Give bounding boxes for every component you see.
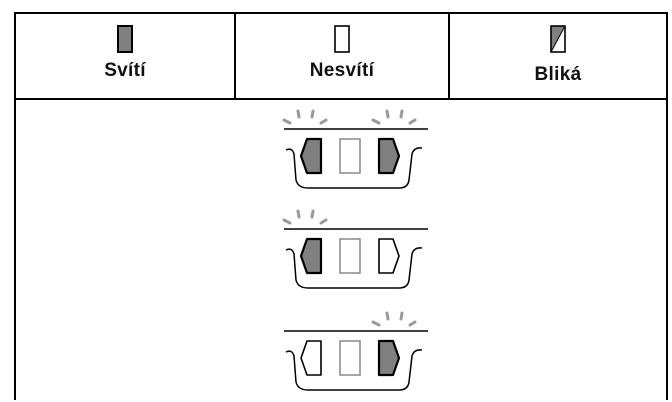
led-states-panel [16,100,666,402]
legend-label-off: Nesvítí [309,60,375,81]
right-blink-rays [371,311,417,327]
led-indicator-diagram: Svítí Nesvítí Bliká [14,12,668,400]
led-state-right-blink [284,311,428,391]
legend-cell-on: Svítí [16,14,234,98]
left-led [299,137,323,175]
led-off-icon [334,25,350,53]
center-led [339,238,361,274]
right-led [377,137,401,175]
led-state-both-blink [282,109,428,189]
legend-label-blink: Bliká [534,64,582,85]
left-led [299,237,323,275]
panel-outline [285,349,423,391]
center-led [339,138,361,174]
legend-label-on: Svítí [104,60,146,81]
left-led [300,340,322,376]
panel-outline [285,147,423,189]
led-blink-icon [550,25,566,53]
right-led [377,339,401,377]
left-blink-rays [282,109,328,125]
right-blink-rays [371,109,417,125]
legend-row: Svítí Nesvítí Bliká [16,14,666,100]
left-blink-rays [282,209,328,225]
led-state-left-blink [282,209,428,289]
legend-cell-blink: Bliká [448,14,666,98]
led-on-icon [117,25,133,53]
right-led [378,238,400,274]
panel-outline [285,247,423,289]
legend-cell-off: Nesvítí [234,14,448,98]
center-led [339,340,361,376]
